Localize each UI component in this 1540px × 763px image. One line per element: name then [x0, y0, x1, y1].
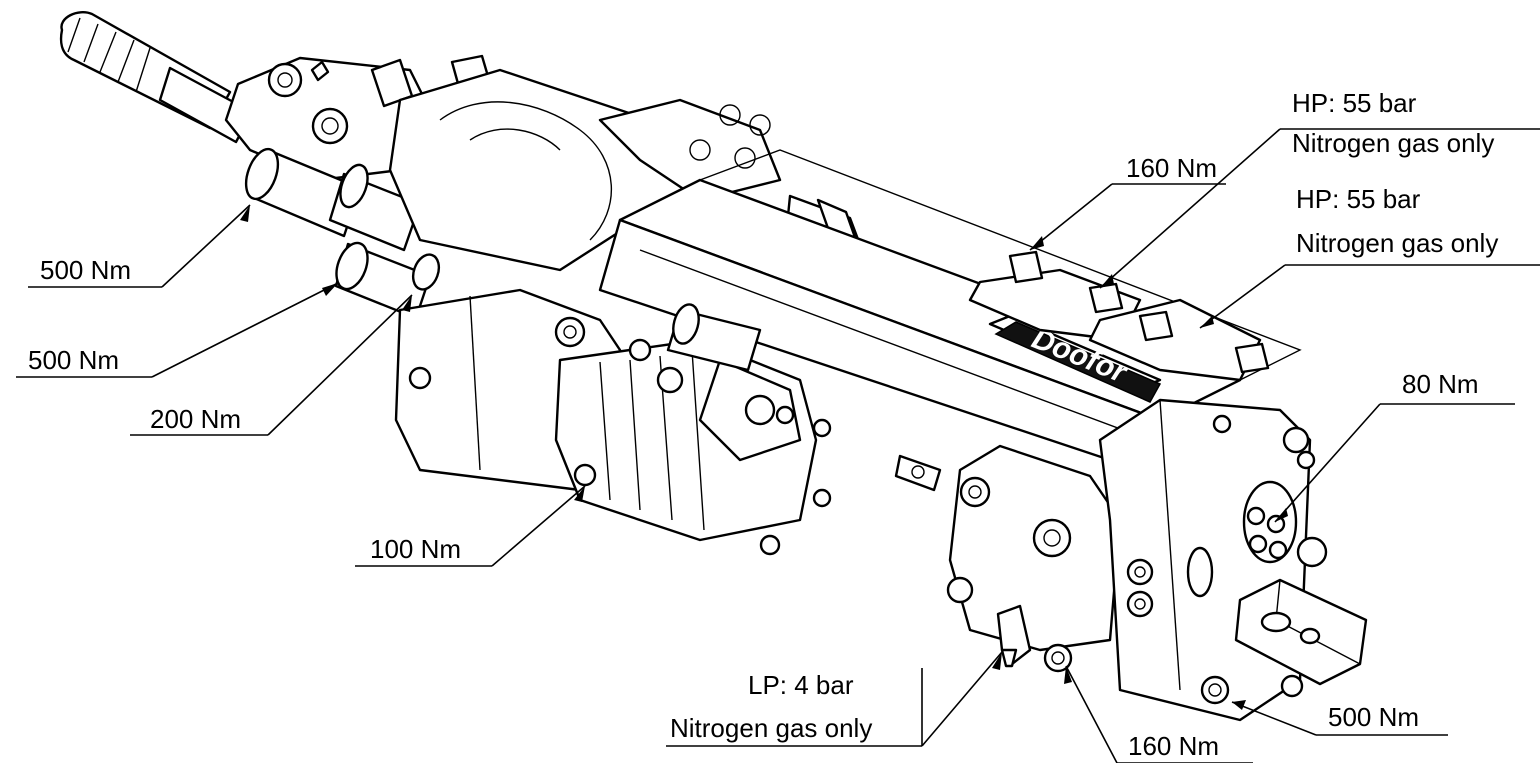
- rotation-motor: [554, 338, 832, 556]
- hp-gas-label-2: Nitrogen gas only: [1296, 228, 1498, 258]
- shank-bellows: [59, 11, 254, 144]
- rail-sleeve: [666, 303, 942, 492]
- flush-manifold: [1242, 450, 1316, 564]
- hp-pressure-label-1: HP: 55 bar: [1292, 88, 1417, 118]
- torque-label-500-lower-left: 500 Nm: [28, 345, 119, 375]
- torque-label-100-bottom: 100 Nm: [370, 534, 461, 564]
- leader-arrowheads: [240, 205, 1288, 710]
- torque-label-500-upper-left: 500 Nm: [40, 255, 131, 285]
- hp-pressure-label-2: HP: 55 bar: [1296, 184, 1421, 214]
- torque-label-160-top: 160 Nm: [1126, 153, 1217, 183]
- lp-pressure-label: LP: 4 bar: [748, 670, 854, 700]
- torque-label-500-bottom-right: 500 Nm: [1328, 702, 1419, 732]
- hp-accumulators: [968, 250, 1270, 382]
- damper-housing: [946, 444, 1122, 673]
- torque-label-200-left: 200 Nm: [150, 404, 241, 434]
- torque-label-160-bottom: 160 Nm: [1128, 731, 1219, 761]
- lp-gas-label: Nitrogen gas only: [670, 713, 872, 743]
- rock-drill-assembly: Doofor: [59, 11, 1368, 722]
- callout-labels: HP: 55 bar Nitrogen gas only HP: 55 bar …: [28, 88, 1498, 761]
- callout-leaders: [16, 128, 1540, 763]
- rear-cover: [1098, 398, 1328, 722]
- torque-label-80-right: 80 Nm: [1402, 369, 1479, 399]
- hp-gas-label-1: Nitrogen gas only: [1292, 128, 1494, 158]
- mounting-lug: [1234, 578, 1368, 686]
